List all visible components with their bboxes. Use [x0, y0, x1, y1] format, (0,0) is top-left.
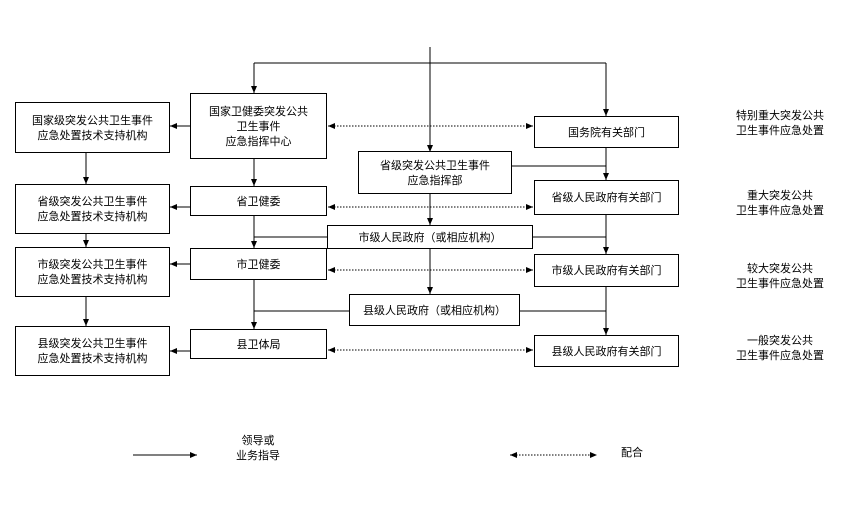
legend-cooperation-label: 配合 [621, 446, 643, 459]
level-label-3: 较大突发公共 卫生事件应急处置 [736, 262, 824, 290]
box-county-gov-depts: 县级人民政府有关部门 [534, 335, 679, 367]
box-city-tech-support: 市级突发公共卫生事件 应急处置技术支持机构 [15, 247, 170, 297]
level-label-2: 重大突发公共 卫生事件应急处置 [736, 189, 824, 217]
box-county-government: 县级人民政府（或相应机构） [349, 294, 520, 326]
box-county-tech-support: 县级突发公共卫生事件 应急处置技术支持机构 [15, 326, 170, 376]
legend-guidance-label: 领导或 业务指导 [236, 434, 280, 462]
box-city-gov-depts: 市级人民政府有关部门 [534, 254, 679, 287]
box-provincial-tech-support: 省级突发公共卫生事件 应急处置技术支持机构 [15, 184, 170, 234]
box-provincial-command: 省级突发公共卫生事件 应急指挥部 [358, 151, 512, 194]
box-provincial-health-commission: 省卫健委 [190, 186, 327, 216]
box-nhc-command-center: 国家卫健委突发公共 卫生事件 应急指挥中心 [190, 93, 327, 159]
box-national-tech-support: 国家级突发公共卫生事件 应急处置技术支持机构 [15, 102, 170, 153]
level-label-4: 一般突发公共 卫生事件应急处置 [736, 334, 824, 362]
box-provincial-gov-depts: 省级人民政府有关部门 [534, 180, 679, 215]
box-city-government: 市级人民政府（或相应机构） [327, 225, 533, 249]
box-city-health-commission: 市卫健委 [190, 248, 327, 280]
level-label-1: 特别重大突发公共 卫生事件应急处置 [736, 109, 824, 137]
box-county-health-bureau: 县卫体局 [190, 329, 327, 359]
box-state-council-depts: 国务院有关部门 [534, 116, 679, 148]
